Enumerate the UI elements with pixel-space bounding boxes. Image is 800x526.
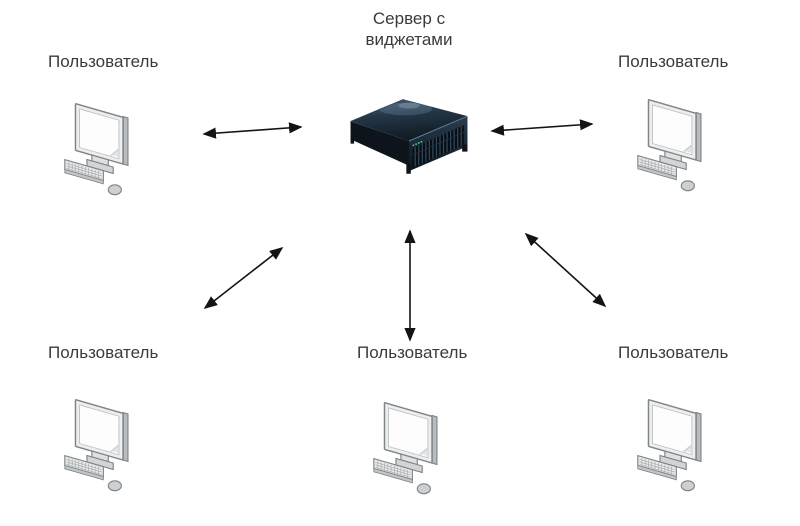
user-node-top-left: Пользователь [48,51,158,204]
user-node-bottom-left: Пользователь [48,342,158,500]
user-label: Пользователь [618,52,729,71]
desktop-computer-icon [637,92,719,200]
connection-server-user-bottom-left [203,247,284,309]
user-label: Пользователь [618,343,729,362]
user-label: Пользователь [48,343,159,362]
rack-server-icon [347,93,471,181]
user-label: Пользователь [48,52,159,71]
user-node-top-right: Пользователь [618,51,728,200]
server-label: Сервер с виджетами [365,9,453,50]
desktop-computer-icon [637,392,719,500]
desktop-computer-icon [373,395,455,503]
connection-server-user-top-left [202,122,303,139]
server-node: Сервер с виджетами [346,8,472,181]
desktop-computer-icon [64,96,146,204]
desktop-computer-icon [64,392,146,500]
user-label: Пользователь [357,343,468,362]
user-node-bottom-right: Пользователь [618,342,728,500]
connection-server-user-top-right [490,119,594,136]
connection-server-user-bottom-right [524,232,607,308]
user-node-bottom-center: Пользователь [357,342,467,503]
